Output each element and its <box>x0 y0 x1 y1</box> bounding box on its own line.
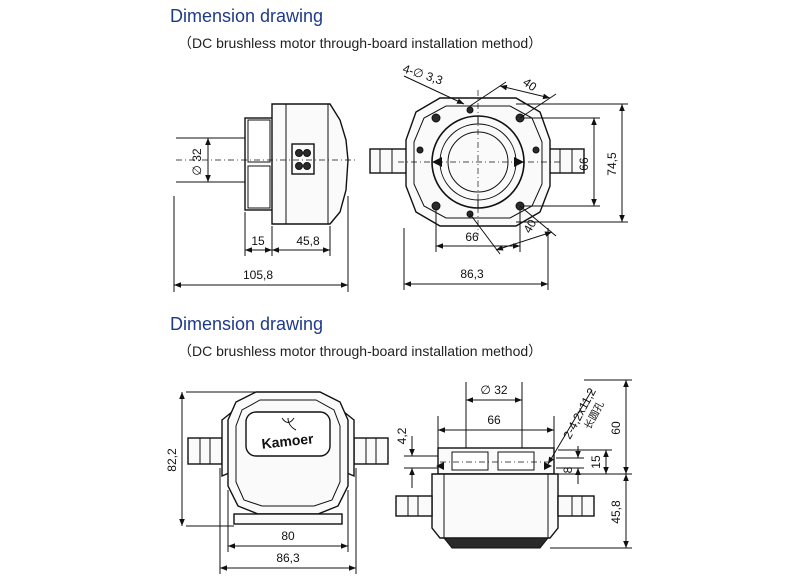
dim-86-3-top: 86,3 <box>460 267 484 281</box>
dim-diameter-32-bottom: ∅ 32 <box>480 383 507 397</box>
side-view-bottom-right: ∅ 32 66 4,2 2-4,2x11,2 长圆孔 8 <box>395 379 632 549</box>
dim-holes-4x3-3: 4-∅ 3,3 <box>401 62 445 88</box>
dim-82-2: 82,2 <box>165 448 179 472</box>
dim-66-vertical-top: 66 <box>577 157 591 171</box>
kamoer-logo-text: Kamoer <box>261 430 315 451</box>
dim-45-8-top: 45,8 <box>296 234 320 248</box>
dim-4-2: 4,2 <box>395 427 409 444</box>
dim-105-8: 105,8 <box>243 268 273 282</box>
dim-45-8-bottom: 45,8 <box>609 500 623 524</box>
front-view-top-right: 4-∅ 3,3 40 40 66 74,5 66 <box>369 62 628 290</box>
dim-80: 80 <box>281 529 295 543</box>
top-section-subtitle: （DC brushless motor through-board instal… <box>178 35 543 51</box>
top-section-title: Dimension drawing <box>170 6 324 26</box>
dim-8: 8 <box>561 466 575 473</box>
dim-diameter-32-top: ∅ 32 <box>190 148 204 175</box>
dim-15-top: 15 <box>251 234 265 248</box>
dim-86-3-bottom: 86,3 <box>276 551 300 565</box>
dim-15-bottom: 15 <box>589 455 603 469</box>
bottom-section-subtitle: （DC brushless motor through-board instal… <box>178 343 543 359</box>
dim-66-horizontal-top: 66 <box>465 230 479 244</box>
side-view-top-left: ∅ 32 15 45,8 105,8 <box>173 103 356 292</box>
dim-60: 60 <box>609 421 623 435</box>
dim-40-lower: 40 <box>520 217 539 236</box>
dim-66-bottom: 66 <box>487 413 501 427</box>
dim-74-5: 74,5 <box>605 152 619 176</box>
bottom-section-title: Dimension drawing <box>170 314 324 334</box>
front-view-bottom-left: Kamoer 82,2 80 86,3 <box>165 391 389 574</box>
